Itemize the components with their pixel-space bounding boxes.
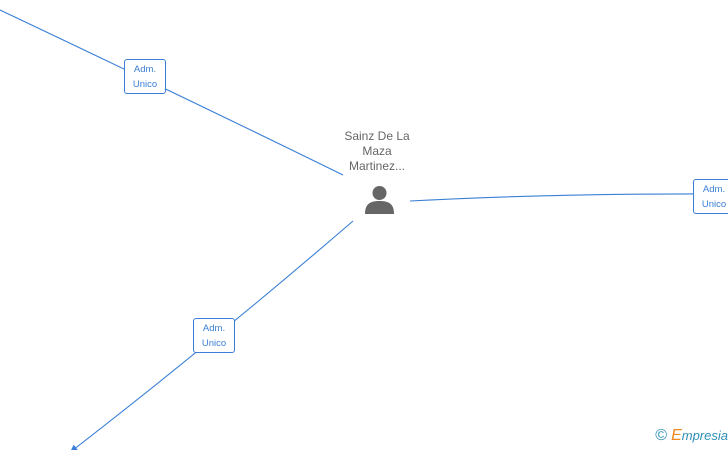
relation-role-line-2: Unico [132,79,158,90]
relation-role-line-1: Adm. [202,323,226,334]
empresia-watermark: © Empresia [655,427,728,445]
relation-role-line-2: Unico [701,199,727,210]
relation-label-bottom-left[interactable]: Adm. Unico [193,318,235,353]
brand-name: mpresia [681,428,728,443]
relation-role-line-2: Unico [201,338,227,349]
person-name-line-3: Martinez... [348,159,405,173]
copyright-icon: © [655,427,668,444]
brand-logo: Empresia [671,427,728,445]
edge-right [409,193,728,202]
person-name-line-2: Maza [362,144,392,158]
brand-initial: E [671,427,682,444]
relation-label-top-left[interactable]: Adm. Unico [124,59,166,94]
person-name[interactable]: Sainz De La Maza Martinez... [327,129,427,174]
edge-top-left [0,9,344,176]
relation-role-line-1: Adm. [702,184,726,195]
relation-role-line-1: Adm. [133,64,157,75]
relation-label-right[interactable]: Adm. Unico [693,179,728,214]
person-icon[interactable] [364,184,395,215]
person-name-line-1: Sainz De La [344,129,410,143]
